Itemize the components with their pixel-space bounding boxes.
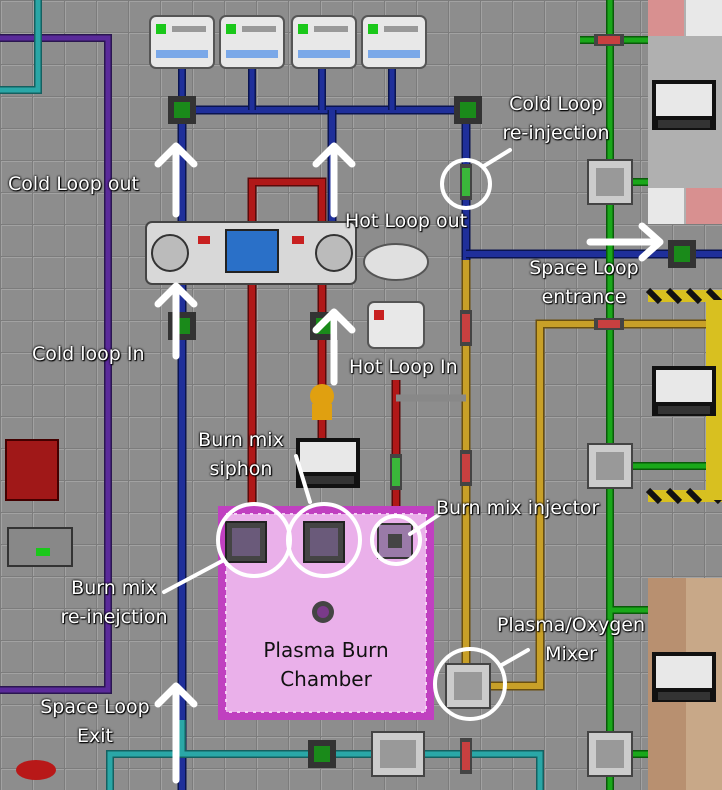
label-line: siphon <box>209 458 273 480</box>
chamber-vents <box>225 521 413 623</box>
label-cold-loop-in: Cold loop In <box>32 343 145 365</box>
label-line: re-inejction <box>60 606 168 628</box>
purple-pipe <box>0 34 112 694</box>
flow-arrows <box>154 142 664 784</box>
annotation-circles <box>216 158 507 721</box>
generator-row <box>149 15 427 69</box>
heater-icons <box>363 243 429 349</box>
label-line: Burn mix <box>71 577 157 599</box>
meter-icons <box>390 34 624 774</box>
engineer-figure <box>310 384 334 420</box>
label-line: Cold Loop <box>509 93 603 115</box>
left-teal-pipe <box>0 0 42 94</box>
label-line: Chamber <box>280 667 372 691</box>
label-line: Space Loop <box>529 257 639 279</box>
label-burn-mix-reinjection: Burn mix re-inejction <box>50 574 178 632</box>
annotation-lines <box>162 148 530 668</box>
label-space-loop-exit: Space Loop Exit <box>24 693 166 751</box>
label-hot-loop-out: Hot Loop out <box>345 210 468 232</box>
label-line: Exit <box>77 725 113 747</box>
label-line: Plasma Burn <box>263 638 389 662</box>
label-plasma-oxygen-mixer: Plasma/Oxygen Mixer <box>482 611 660 669</box>
label-space-loop-entrance: Space Loop entrance <box>516 254 652 312</box>
label-burn-mix-injector: Burn mix injector <box>436 497 600 519</box>
label-line: Burn mix <box>198 429 284 451</box>
label-plasma-burn-chamber: Plasma Burn Chamber <box>246 636 406 694</box>
label-line: Mixer <box>545 643 597 665</box>
label-cold-loop-reinjection: Cold Loop re-injection <box>492 90 620 148</box>
label-burn-mix-siphon: Burn mix siphon <box>186 426 296 484</box>
label-cold-loop-out: Cold Loop out <box>8 173 139 195</box>
mixer-icons <box>371 159 633 777</box>
left-furniture <box>5 439 73 780</box>
label-line: entrance <box>541 286 627 308</box>
hot-pipe <box>247 177 401 506</box>
label-hot-loop-in: Hot Loop In <box>349 356 458 378</box>
label-line: Plasma/Oxygen <box>496 614 646 636</box>
computer-icons <box>296 80 716 702</box>
thermoelectric-generator <box>145 221 357 285</box>
label-line: re-injection <box>502 122 610 144</box>
label-line: Space Loop <box>40 696 150 718</box>
